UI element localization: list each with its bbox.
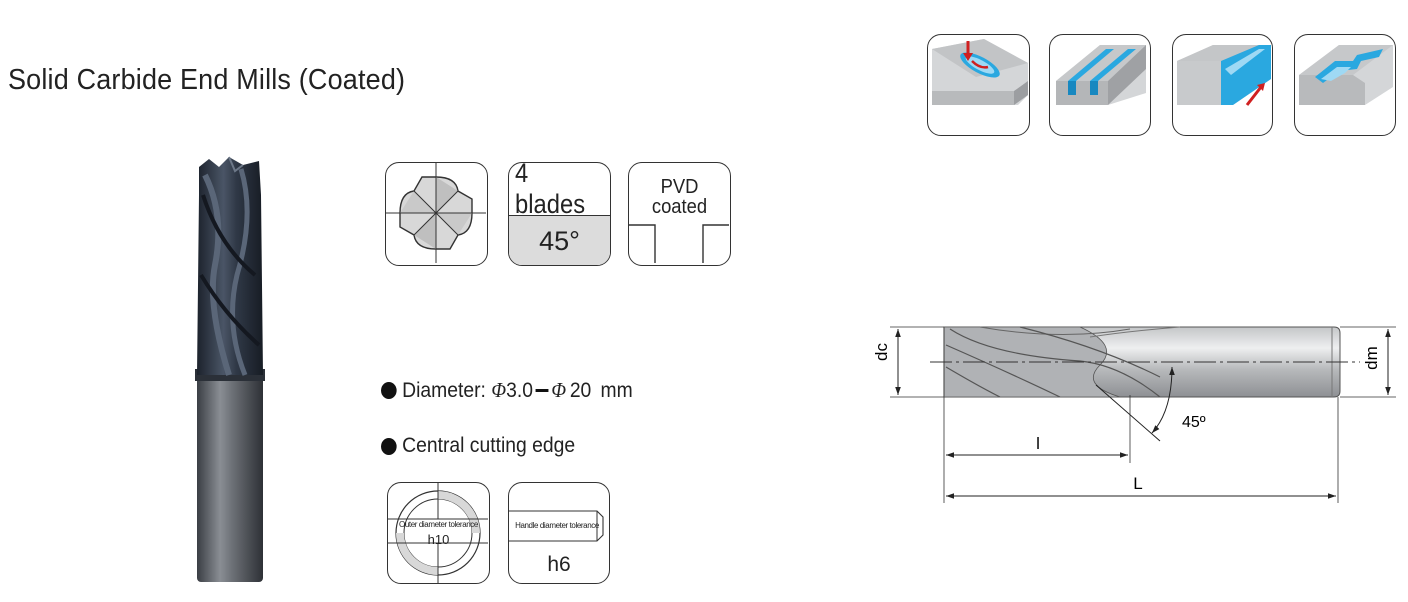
- slotting-icon: [1049, 34, 1151, 136]
- side-milling-icon: [1172, 34, 1273, 136]
- handle-diameter-tolerance-icon: Handle diameter tolerance h6: [508, 482, 610, 584]
- L-label: L: [1133, 474, 1142, 493]
- diameter-min: 3.0: [506, 378, 534, 402]
- dc-label: dc: [872, 343, 891, 361]
- outer-tolerance-value: h10: [427, 532, 450, 547]
- diameter-symbol-max: Φ: [551, 378, 567, 402]
- central-cutting-feature: Central cutting edge: [381, 434, 575, 458]
- diameter-max: 20: [569, 378, 592, 402]
- bullet-icon: [381, 437, 397, 455]
- outer-diameter-tolerance-icon: Outer diameter tolerance h10: [387, 482, 490, 584]
- slot-plunge-icon: [927, 34, 1030, 136]
- blades-count: 4 blades: [515, 162, 586, 219]
- angle-label: 45º: [1182, 414, 1206, 431]
- central-cutting-label: Central cutting edge: [402, 434, 576, 457]
- coating-line-2: coated: [651, 196, 708, 218]
- dm-label: dm: [1362, 346, 1381, 370]
- helix-angle: 45°: [509, 216, 610, 265]
- range-dash: [535, 389, 549, 392]
- profiling-icon: [1294, 34, 1396, 136]
- blades-helix-icon: 4 blades 45°: [508, 162, 611, 266]
- outer-tolerance-label: Outer diameter tolerance: [399, 520, 478, 529]
- diameter-unit: mm: [600, 378, 633, 402]
- pvd-coating-icon: PVD coated: [628, 162, 731, 266]
- end-face-icon: [385, 162, 488, 266]
- technical-drawing: dc dm l L 45º: [860, 315, 1400, 515]
- l-label: l: [1036, 434, 1040, 453]
- page-title: Solid Carbide End Mills (Coated): [8, 64, 406, 96]
- handle-tolerance-value: h6: [547, 553, 571, 576]
- diameter-label: Diameter:: [402, 378, 486, 402]
- coating-line-1: PVD: [660, 176, 699, 198]
- diameter-symbol-min: Φ: [491, 378, 507, 402]
- end-mill-photo: [185, 155, 275, 585]
- bullet-icon: [381, 382, 397, 399]
- handle-tolerance-label: Handle diameter tolerance: [515, 521, 599, 530]
- diameter-range: Diameter: Φ 3.0 Φ 20 mm: [381, 378, 633, 403]
